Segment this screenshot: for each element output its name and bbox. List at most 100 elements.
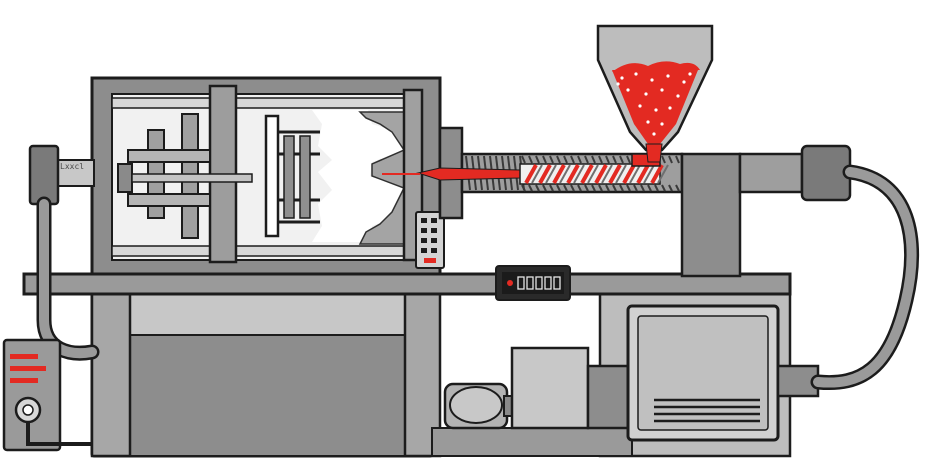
heater-band-stripe — [640, 184, 645, 192]
heater-band-stripe — [612, 184, 617, 192]
heater-band-stripe — [605, 155, 610, 164]
cylinder-tag-label: Lxxcl — [60, 162, 84, 171]
toggle-link-top — [127, 149, 211, 163]
hopper-icon — [596, 24, 714, 163]
display-digit — [526, 276, 534, 290]
heater-band-stripe — [619, 155, 624, 164]
heater-band-stripe — [549, 184, 554, 192]
heater-band-stripe — [668, 155, 673, 164]
pellet-speck — [626, 88, 630, 92]
keypad-key — [421, 248, 427, 253]
heater-bands — [465, 155, 680, 192]
pellet-speck — [660, 122, 664, 126]
heater-band-stripe — [563, 184, 568, 192]
heater-band-stripe — [584, 184, 589, 192]
display-icon — [495, 265, 571, 301]
screw-flight-edge — [587, 164, 599, 184]
pellet-speck — [666, 74, 670, 78]
heater-band-stripe — [598, 184, 603, 192]
keypad-key — [431, 248, 437, 253]
tie-bar-bottom — [111, 245, 423, 257]
hopper-feed-drop — [645, 143, 663, 163]
tie-bar-top — [111, 97, 423, 109]
mold-core-plate — [264, 114, 280, 238]
heater-band-stripe — [542, 155, 547, 164]
electrical-cabinet-front — [637, 315, 769, 431]
keypad-key — [421, 218, 427, 223]
screw-flight — [538, 164, 552, 184]
cylinder-rod — [57, 159, 95, 187]
injection-housing — [680, 152, 742, 278]
heater-band-stripe — [521, 155, 526, 164]
display-digit — [553, 276, 561, 290]
display-status-light — [507, 280, 513, 286]
heater-band-stripe — [591, 184, 596, 192]
heater-band-stripe — [549, 155, 554, 164]
screw-flights — [524, 164, 669, 184]
mold-cavity — [312, 110, 404, 242]
pellet-speck — [688, 72, 692, 76]
electrical-box-icon — [2, 338, 92, 452]
display-digit — [517, 276, 525, 290]
pellet-speck — [620, 76, 624, 80]
pump-side-block — [586, 364, 632, 430]
heater-band-stripe — [556, 155, 561, 164]
pellet-speck — [668, 106, 672, 110]
heater-band-stripe — [542, 184, 547, 192]
heater-band-stripe — [528, 184, 533, 192]
pellet-speck — [644, 92, 648, 96]
electrical-cabinet — [626, 304, 820, 442]
screw-flight-edge — [531, 164, 543, 184]
mold-icon — [264, 110, 406, 245]
hose-right — [813, 167, 917, 388]
screw-flight-edge — [629, 164, 641, 184]
screw-flight-edge — [559, 164, 571, 184]
heater-band-stripe — [626, 184, 631, 192]
heater-band-stripe — [591, 155, 596, 164]
screw-flight-edge — [573, 164, 585, 184]
heater-band-stripe — [661, 155, 666, 164]
pellet-speck — [676, 94, 680, 98]
keypad-alarm-light — [424, 258, 436, 263]
pellet-speck — [634, 72, 638, 76]
screw-flight-edge — [657, 164, 669, 184]
warning-stripe — [10, 366, 46, 371]
core-block — [283, 135, 295, 219]
heater-band-stripe — [675, 184, 680, 192]
motor-end-cap — [449, 386, 503, 424]
motor-pump-assembly — [443, 346, 632, 430]
keypad-body — [415, 211, 445, 269]
heater-band-stripe — [521, 184, 526, 192]
screw-flight — [622, 164, 636, 184]
heater-band-stripe — [570, 184, 575, 192]
screw-flight — [566, 164, 580, 184]
keypad-icon — [415, 211, 445, 269]
hydraulic-cylinder-left: Lxxcl — [28, 144, 95, 206]
keypad-key — [421, 228, 427, 233]
pellet-speck — [652, 132, 656, 136]
injection-unit — [382, 126, 852, 278]
display-digit — [535, 276, 543, 290]
heater-band-stripe — [577, 184, 582, 192]
heater-band-stripe — [675, 155, 680, 164]
pellet-speck — [616, 82, 620, 86]
pellet-speck — [660, 88, 664, 92]
screw-flight — [580, 164, 594, 184]
heater-band-stripe — [535, 155, 540, 164]
toggle-link-bottom — [127, 193, 211, 207]
screw-flight-edge — [545, 164, 557, 184]
display-segments — [517, 276, 561, 290]
heater-band-stripe — [584, 155, 589, 164]
display-digit — [544, 276, 552, 290]
ejector-rod — [131, 173, 253, 183]
heater-band-stripe — [605, 184, 610, 192]
base-cabinet-left-panel — [129, 334, 406, 457]
screw-flight — [552, 164, 566, 184]
keypad-key — [431, 228, 437, 233]
heater-band-stripe — [633, 184, 638, 192]
cylinder-body — [28, 144, 60, 206]
pellet-speck — [654, 108, 658, 112]
hopper-pellets — [612, 70, 698, 144]
